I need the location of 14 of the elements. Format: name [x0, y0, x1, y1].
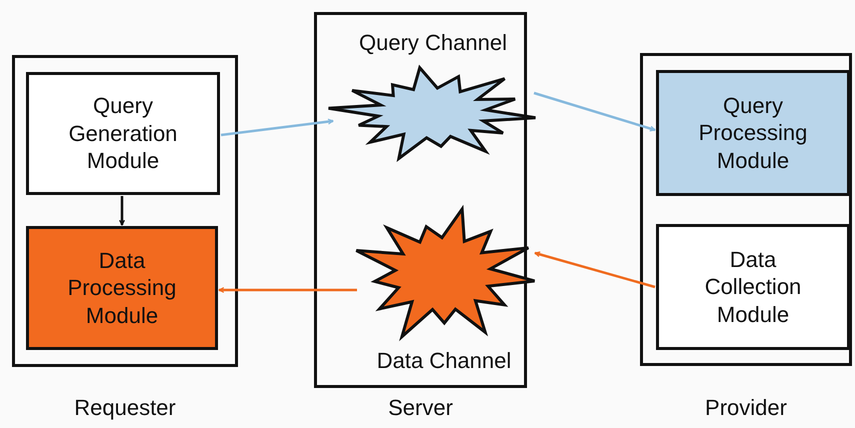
arrow	[220, 118, 334, 136]
module-box: Query Processing Module	[656, 70, 850, 196]
module-box: Query Generation Module	[26, 72, 220, 195]
channel-label: Data Channel	[376, 348, 512, 374]
panel-title: Server	[387, 395, 454, 421]
panel-title: Requester	[73, 395, 177, 421]
panel-title: Provider	[704, 395, 788, 421]
arrow	[119, 196, 125, 226]
arrow	[218, 287, 357, 293]
module-box: Data Collection Module	[656, 224, 850, 350]
arrow	[534, 92, 656, 132]
arrow	[534, 251, 656, 288]
module-box: Data Processing Module	[26, 226, 218, 350]
channel-label: Query Channel	[358, 30, 508, 56]
